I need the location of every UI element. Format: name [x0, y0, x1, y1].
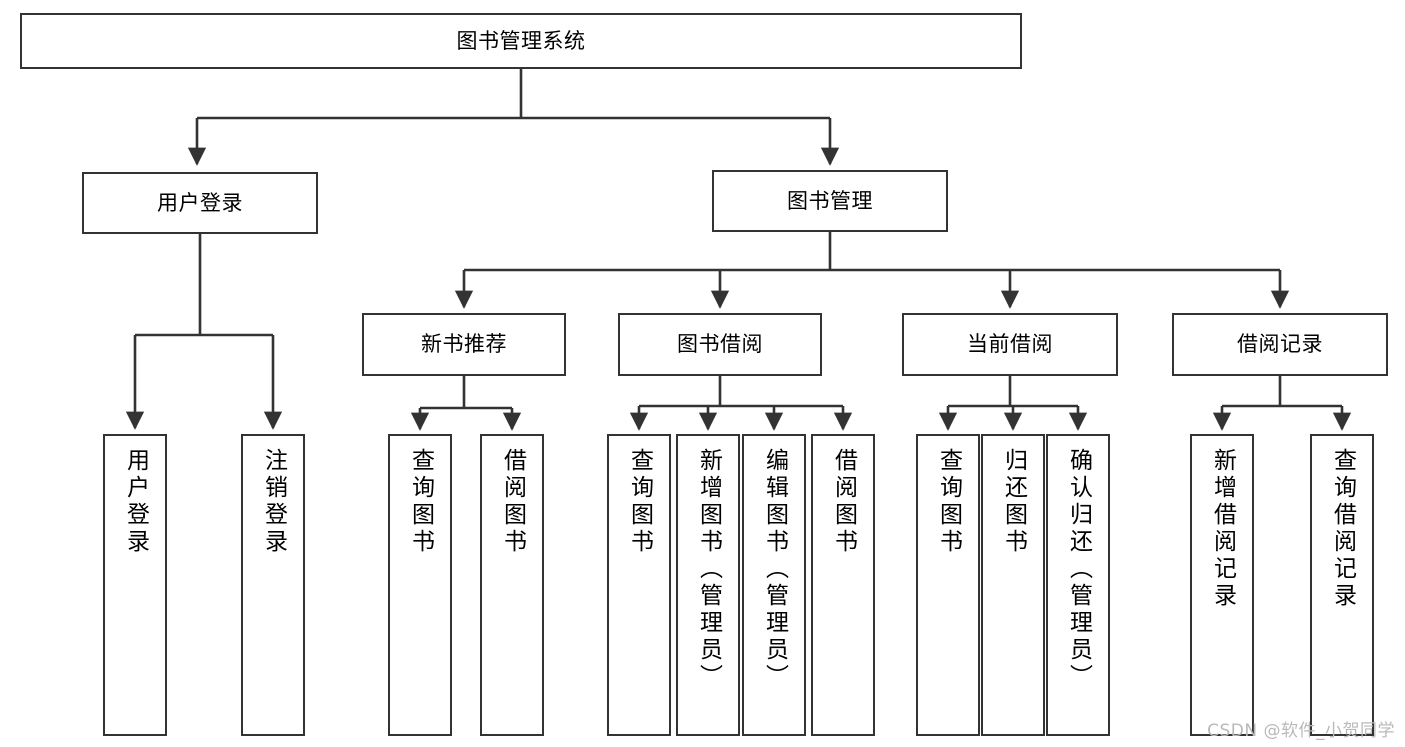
node-leaf-logout[interactable]: 注销登录 — [241, 434, 305, 736]
node-new-book-rec[interactable]: 新书推荐 — [362, 313, 566, 376]
node-leaf-query-book-1-label: 查询图书 — [407, 448, 434, 556]
node-leaf-query-record-label: 查询借阅记录 — [1329, 448, 1356, 610]
node-leaf-add-record-label: 新增借阅记录 — [1209, 448, 1236, 610]
node-current-borrow-label: 当前借阅 — [967, 332, 1053, 357]
watermark-credit: CSDN @软件_小贺同学 — [1207, 721, 1395, 741]
node-leaf-edit-book-label: 编辑图书（管理员） — [761, 448, 788, 691]
node-leaf-confirm-return[interactable]: 确认归还（管理员） — [1046, 434, 1110, 736]
node-leaf-user-login-label: 用户登录 — [122, 448, 149, 556]
node-leaf-borrow-book-2[interactable]: 借阅图书 — [811, 434, 875, 736]
node-new-book-rec-label: 新书推荐 — [421, 332, 507, 357]
node-leaf-borrow-book-1[interactable]: 借阅图书 — [480, 434, 544, 736]
node-leaf-return-book[interactable]: 归还图书 — [981, 434, 1045, 736]
node-leaf-query-book-2[interactable]: 查询图书 — [607, 434, 671, 736]
node-leaf-borrow-book-2-label: 借阅图书 — [830, 448, 857, 556]
node-book-manage[interactable]: 图书管理 — [712, 170, 948, 232]
node-current-borrow[interactable]: 当前借阅 — [902, 313, 1118, 376]
node-root-label: 图书管理系统 — [456, 28, 586, 53]
node-leaf-query-book-3[interactable]: 查询图书 — [916, 434, 980, 736]
node-leaf-confirm-return-label: 确认归还（管理员） — [1065, 448, 1092, 691]
node-leaf-add-book-label: 新增图书（管理员） — [695, 448, 722, 691]
node-leaf-borrow-book-1-label: 借阅图书 — [499, 448, 526, 556]
node-leaf-query-book-1[interactable]: 查询图书 — [388, 434, 452, 736]
node-leaf-query-record[interactable]: 查询借阅记录 — [1310, 434, 1374, 736]
node-book-borrow[interactable]: 图书借阅 — [618, 313, 822, 376]
node-leaf-user-login[interactable]: 用户登录 — [103, 434, 167, 736]
node-leaf-add-record[interactable]: 新增借阅记录 — [1190, 434, 1254, 736]
node-leaf-query-book-2-label: 查询图书 — [626, 448, 653, 556]
node-leaf-logout-label: 注销登录 — [260, 448, 287, 556]
node-book-borrow-label: 图书借阅 — [677, 332, 763, 357]
node-borrow-record[interactable]: 借阅记录 — [1172, 313, 1388, 376]
node-leaf-return-book-label: 归还图书 — [1000, 448, 1027, 556]
node-user-login-label: 用户登录 — [157, 190, 243, 215]
node-book-manage-label: 图书管理 — [787, 188, 873, 213]
node-borrow-record-label: 借阅记录 — [1237, 332, 1323, 357]
node-leaf-add-book[interactable]: 新增图书（管理员） — [676, 434, 740, 736]
node-root[interactable]: 图书管理系统 — [20, 13, 1022, 69]
node-leaf-edit-book[interactable]: 编辑图书（管理员） — [742, 434, 806, 736]
node-user-login[interactable]: 用户登录 — [82, 172, 318, 234]
node-leaf-query-book-3-label: 查询图书 — [935, 448, 962, 556]
